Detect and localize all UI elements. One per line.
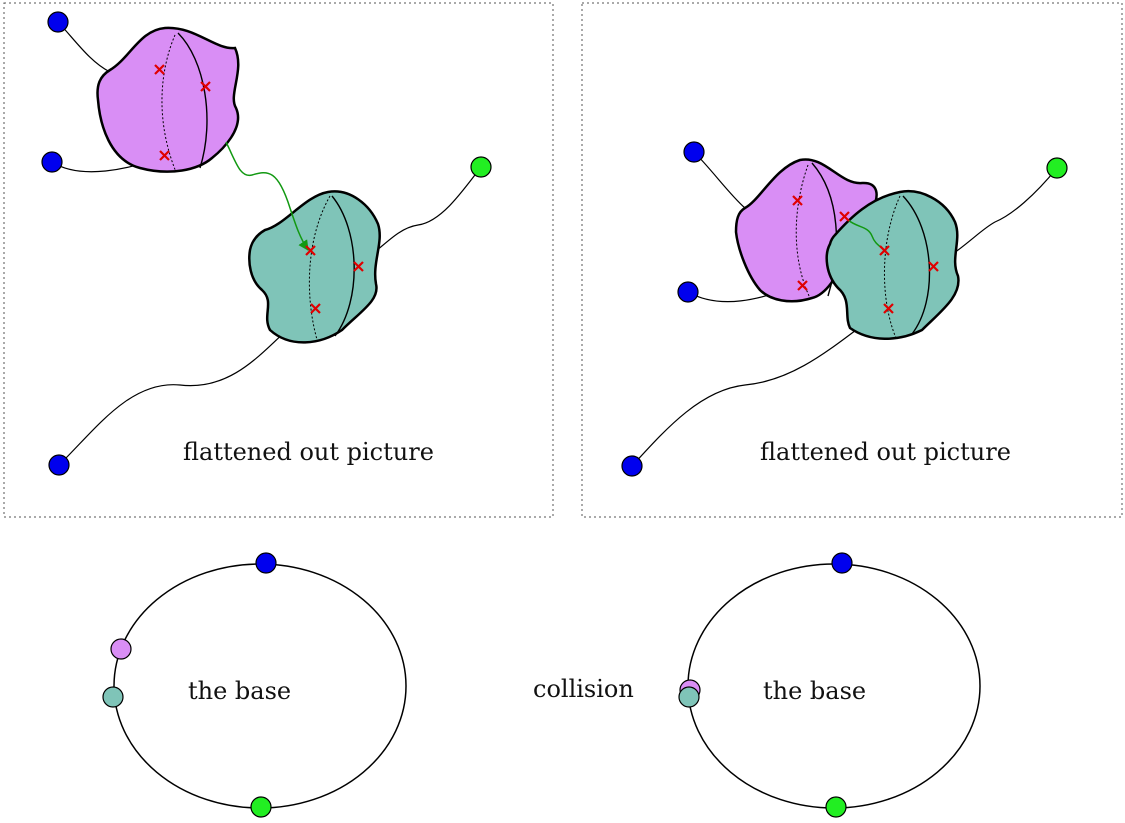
base-left: the base (102, 552, 407, 818)
marked-cross (154, 64, 364, 314)
collision-label: collision (533, 675, 634, 703)
marked-point-blue (683, 141, 705, 163)
panel-left-caption: flattened out picture (183, 438, 434, 466)
base-point-green (825, 796, 847, 818)
base-point-teal (678, 686, 700, 708)
base-left-caption: the base (188, 677, 291, 705)
strand (631, 307, 887, 467)
marked-cross (792, 195, 939, 314)
teal-disk (825, 190, 960, 340)
strand (357, 166, 482, 267)
base-right: collision the base (533, 552, 981, 818)
marked-point-blue (48, 454, 70, 476)
base-right-caption: the base (763, 677, 866, 705)
base-point-green (250, 796, 272, 818)
base-point-teal (102, 686, 124, 708)
marked-point-green (1046, 157, 1068, 179)
marked-point-blue (677, 281, 699, 303)
teal-disk (248, 190, 381, 344)
strand (693, 151, 746, 209)
strand (933, 167, 1058, 267)
marked-point-blue (47, 11, 69, 33)
panel-left: flattened out picture (3, 2, 554, 518)
marked-point-green (470, 156, 492, 178)
strand (58, 307, 313, 466)
panel-left-border (3, 2, 554, 518)
panel-right: flattened out picture (581, 2, 1123, 518)
panel-right-border (581, 2, 1123, 518)
base-point-purple (110, 638, 132, 660)
base-point-blue (255, 552, 277, 574)
strand (57, 21, 111, 73)
panel-right-caption: flattened out picture (760, 438, 1011, 466)
purple-disk (96, 26, 240, 173)
base-point-blue (831, 552, 853, 574)
transfer-path (225, 141, 309, 251)
marked-point-blue (621, 455, 643, 477)
marked-point-blue (41, 151, 63, 173)
